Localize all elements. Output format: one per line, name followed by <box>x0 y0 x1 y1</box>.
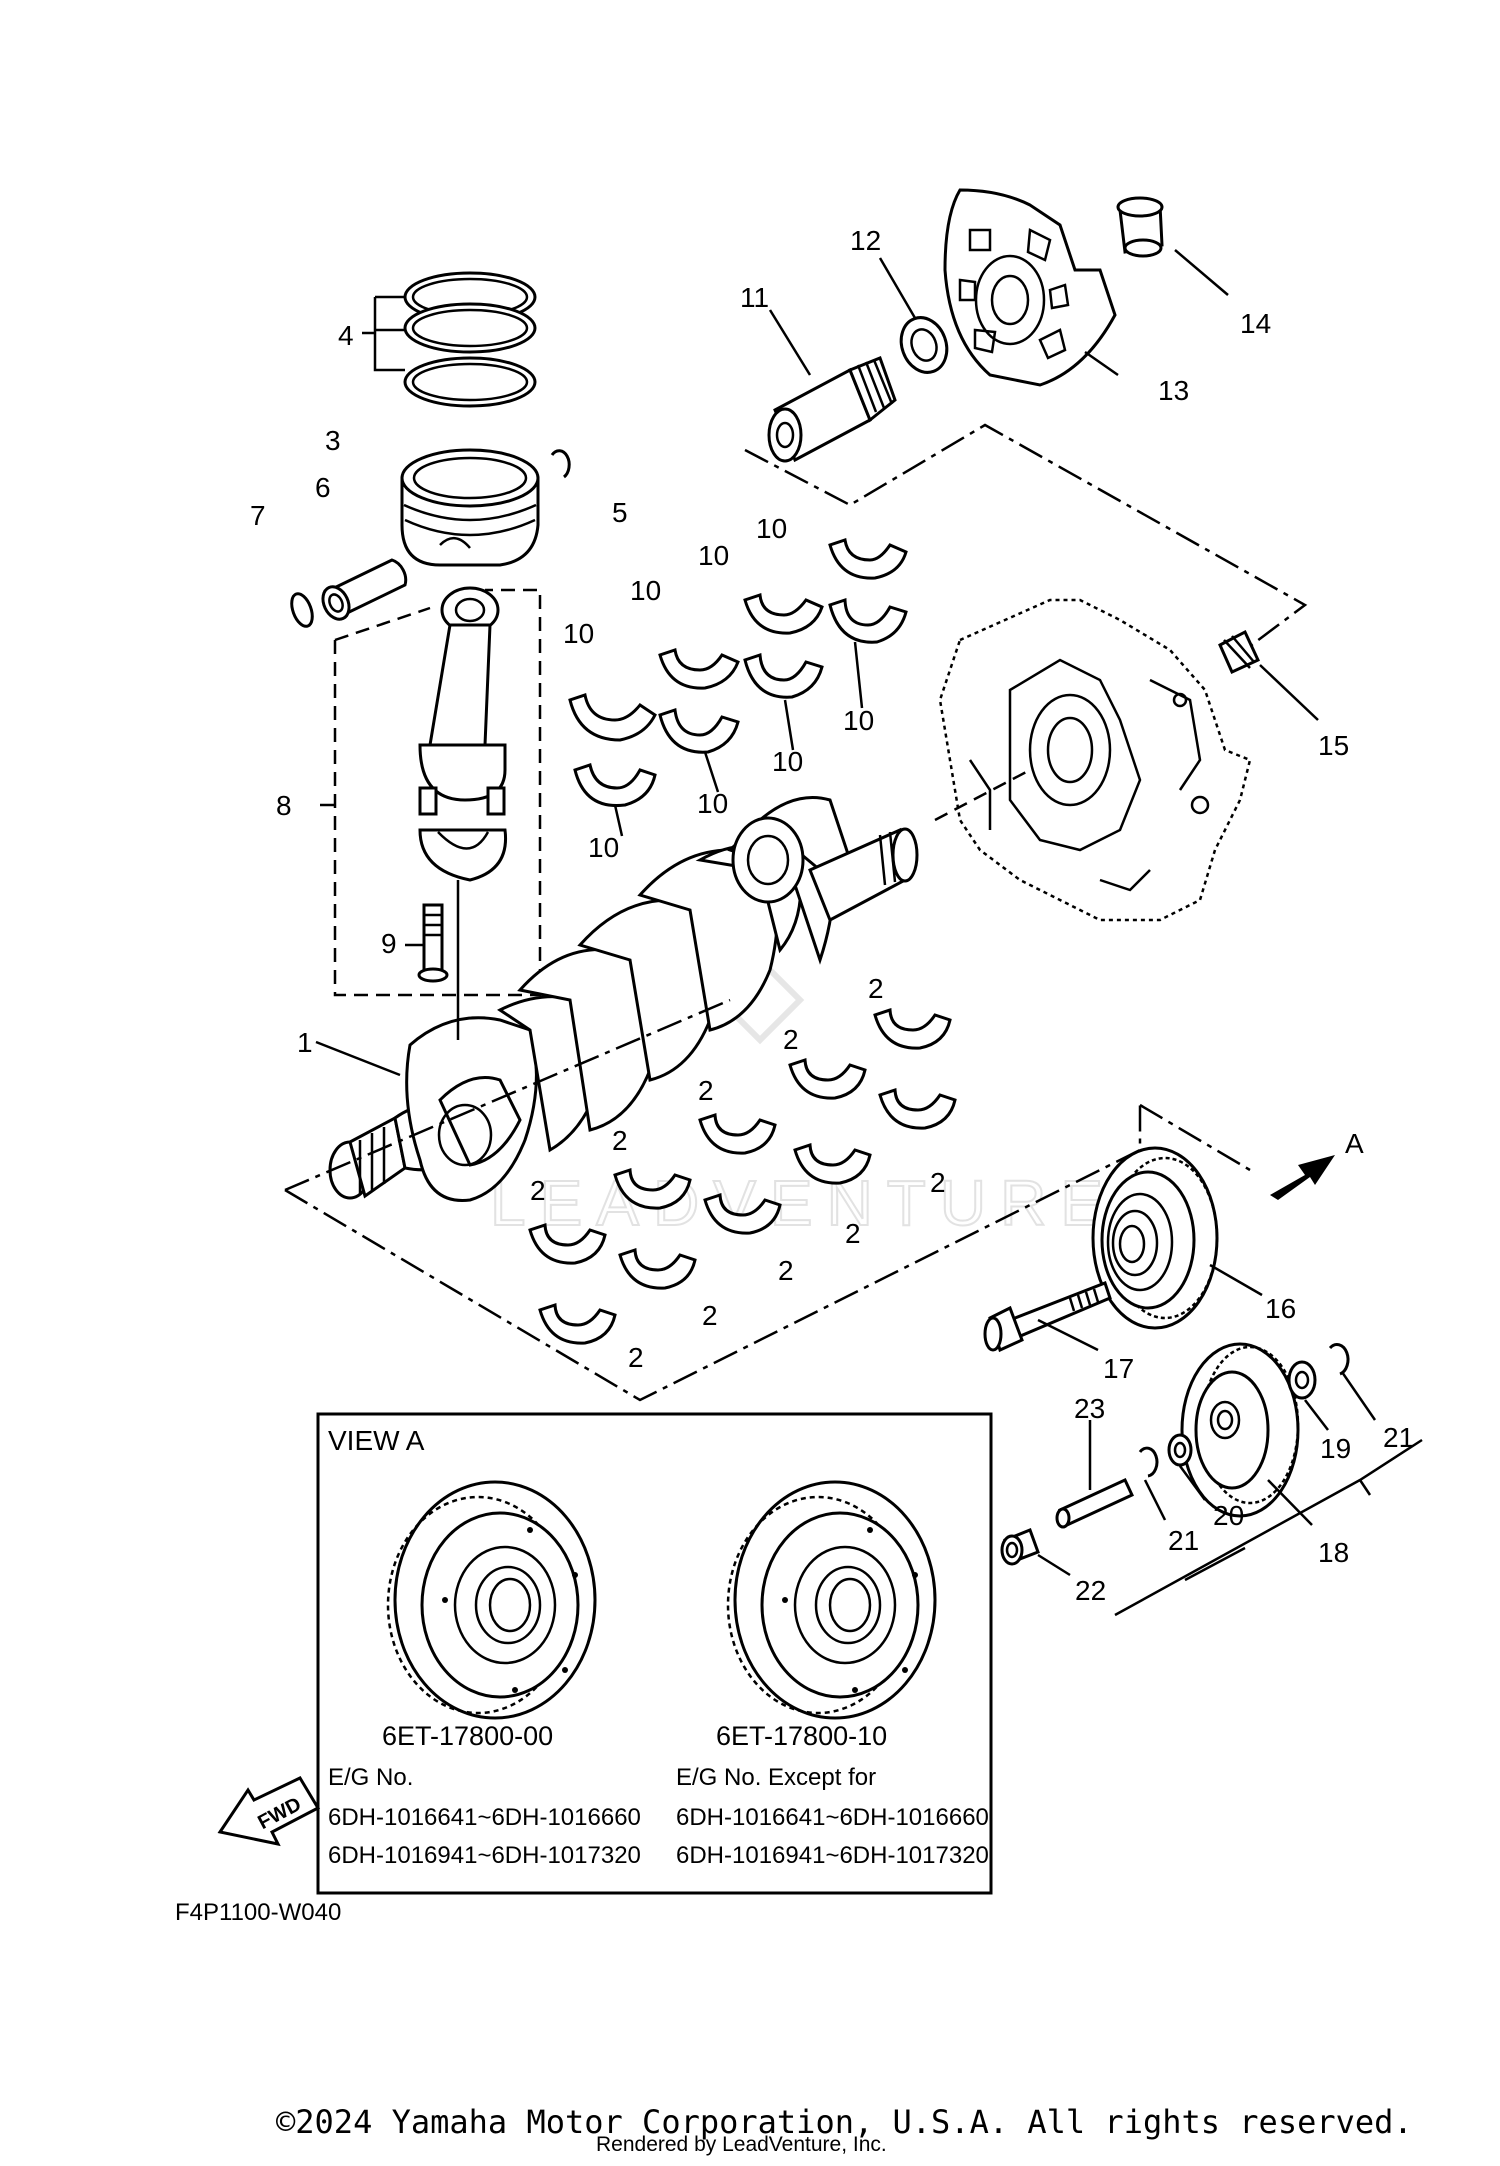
left-range-1: 6DH-1016641~6DH-1016660 <box>328 1804 641 1831</box>
gear-variant-00 <box>386 1480 597 1720</box>
callout-2: 2 <box>930 1167 946 1198</box>
oil-seal <box>899 316 949 374</box>
callout-23: 23 <box>1074 1393 1105 1424</box>
crankcase <box>938 598 1252 922</box>
balancer-gear <box>1180 1342 1300 1518</box>
callout-labels: 1 2 2 2 2 2 2 2 2 2 2 3 4 5 6 7 8 9 10 1… <box>250 225 1414 1606</box>
callout-2: 2 <box>530 1175 546 1206</box>
callout-13: 13 <box>1158 375 1189 406</box>
crank-gear <box>1091 1146 1219 1330</box>
callout-14: 14 <box>1240 308 1271 339</box>
right-range-1: 6DH-1016641~6DH-1016660 <box>676 1804 989 1831</box>
piston-rings <box>403 271 537 408</box>
connecting-rod <box>418 586 508 882</box>
dowel <box>1218 629 1260 674</box>
piston-pin <box>321 558 408 621</box>
callout-20: 20 <box>1213 1500 1244 1531</box>
callout-12: 12 <box>850 225 881 256</box>
view-a-arrow <box>1270 1155 1335 1200</box>
right-part-number: 6ET-17800-10 <box>716 1721 887 1751</box>
watermark-text: LEADVENTURE <box>490 1167 1117 1239</box>
callout-5: 5 <box>612 497 628 528</box>
callout-2: 2 <box>702 1300 718 1331</box>
callout-10: 10 <box>756 513 787 544</box>
callout-10: 10 <box>772 746 803 777</box>
callout-15: 15 <box>1318 730 1349 761</box>
rendered-by-note: Rendered by LeadVenture, Inc. <box>596 2133 887 2156</box>
plug <box>1116 196 1164 258</box>
gear-bolt <box>983 1281 1112 1353</box>
piston <box>400 448 540 567</box>
bushing-22 <box>1000 1528 1040 1566</box>
callout-4: 4 <box>338 320 354 351</box>
callout-10: 10 <box>563 618 594 649</box>
circlip-7 <box>290 592 314 628</box>
callout-2: 2 <box>698 1075 714 1106</box>
oil-pump-rotor <box>767 356 897 463</box>
callout-2: 2 <box>845 1218 861 1249</box>
callout-10: 10 <box>843 705 874 736</box>
callout-22: 22 <box>1075 1575 1106 1606</box>
callout-2: 2 <box>628 1342 644 1373</box>
callout-16: 16 <box>1265 1293 1296 1324</box>
fwd-arrow: FWD <box>217 1776 321 1847</box>
view-marker: A <box>1345 1128 1364 1159</box>
oil-pump-cover <box>943 188 1117 387</box>
watermark: LEADVENTURE <box>489 955 1117 1240</box>
washer-19 <box>1287 1360 1317 1400</box>
callout-18: 18 <box>1318 1537 1349 1568</box>
callout-19: 19 <box>1320 1433 1351 1464</box>
oil-pump-plane <box>744 423 1308 651</box>
callout-10: 10 <box>630 575 661 606</box>
callout-21: 21 <box>1383 1422 1414 1453</box>
callout-2: 2 <box>783 1024 799 1055</box>
view-a-box: VIEW A 6ET-17800-00 6ET-17800-10 E/G No. <box>316 1412 993 1895</box>
callout-10: 10 <box>698 540 729 571</box>
copyright-notice: ©2024 Yamaha Motor Corporation, U.S.A. A… <box>276 2103 1413 2141</box>
callout-8: 8 <box>276 790 292 821</box>
right-range-2: 6DH-1016941~6DH-1017320 <box>676 1842 989 1869</box>
left-eg-label: E/G No. <box>328 1764 413 1791</box>
callout-11: 11 <box>740 282 769 313</box>
callout-2: 2 <box>778 1255 794 1286</box>
callout-21: 21 <box>1168 1525 1199 1556</box>
callout-10: 10 <box>697 788 728 819</box>
callout-2: 2 <box>612 1125 628 1156</box>
conrod-bearings <box>568 538 908 808</box>
callout-3: 3 <box>325 425 341 456</box>
callout-9: 9 <box>381 928 397 959</box>
gear-variant-10 <box>726 1480 937 1720</box>
callout-1: 1 <box>297 1027 313 1058</box>
circlip-5 <box>550 449 571 479</box>
callout-7: 7 <box>250 500 266 531</box>
callout-2: 2 <box>868 973 884 1004</box>
callout-10: 10 <box>588 832 619 863</box>
circlip-21a <box>1328 1343 1350 1376</box>
washer-20 <box>1167 1433 1193 1467</box>
conrod-bolt <box>417 903 449 983</box>
view-a-title: VIEW A <box>328 1425 425 1456</box>
callout-17: 17 <box>1103 1353 1134 1384</box>
left-part-number: 6ET-17800-00 <box>382 1721 553 1751</box>
right-eg-label: E/G No. Except for <box>676 1764 876 1791</box>
left-range-2: 6DH-1016941~6DH-1017320 <box>328 1842 641 1869</box>
callout-6: 6 <box>315 472 331 503</box>
main-bearing-plane <box>284 1105 1142 1402</box>
main-bearings <box>528 1007 957 1345</box>
shaft-23 <box>1055 1478 1134 1529</box>
circlip-21b <box>1138 1446 1159 1478</box>
diagram-code: F4P1100-W040 <box>175 1899 341 1926</box>
